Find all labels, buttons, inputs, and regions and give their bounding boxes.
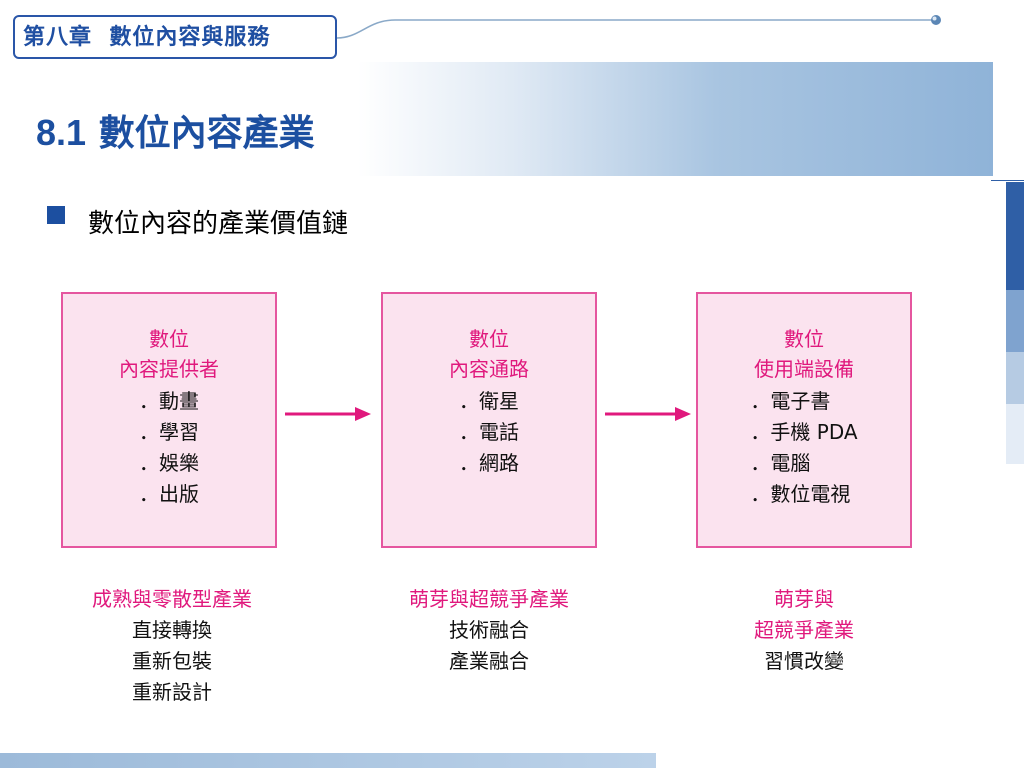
list-item: ．電腦 [750, 451, 811, 475]
box-item-list: ．電子書 ．手機 PDA ．電腦 ．數位電視 [750, 386, 857, 510]
caption-device: 萌芽與 超競爭產業 習慣改變 [684, 584, 924, 677]
caption-provider: 成熟與零散型產業 直接轉換 重新包裝 重新設計 [52, 584, 292, 708]
list-item: ．學習 [139, 420, 199, 444]
caption-item: 習慣改變 [764, 649, 844, 673]
box-item-list: ．動畫 ．學習 ．娛樂 ．出版 [139, 386, 199, 510]
caption-highlight: 超競爭產業 [754, 618, 854, 642]
arrow-right-icon [285, 407, 371, 421]
chain-box-device: 數位 使用端設備 ．電子書 ．手機 PDA ．電腦 ．數位電視 [696, 292, 912, 548]
decor-dot-icon [931, 15, 941, 25]
list-item: ．娛樂 [139, 451, 199, 475]
title-text: 數位內容產業 [98, 113, 315, 154]
box-heading: 數位 內容提供者 [63, 324, 275, 384]
caption-item: 產業融合 [449, 649, 529, 673]
caption-channel: 萌芽與超競爭產業 技術融合 產業融合 [369, 584, 609, 677]
box-heading-line: 數位 [149, 327, 189, 351]
box-heading-line: 內容通路 [449, 357, 529, 381]
side-strip-1 [1006, 182, 1024, 290]
box-heading-line: 內容提供者 [119, 357, 219, 381]
list-item: ．動畫 [139, 389, 199, 413]
list-item: ．數位電視 [750, 482, 851, 506]
box-heading-line: 數位 [784, 327, 824, 351]
title-number: 8.1 [36, 112, 87, 153]
list-item: ．網路 [459, 451, 519, 475]
footer-bar [0, 753, 656, 768]
box-heading: 數位 使用端設備 [698, 324, 910, 384]
box-heading-line: 數位 [469, 327, 509, 351]
list-item: ．出版 [139, 482, 199, 506]
list-item: ．電子書 [750, 389, 831, 413]
caption-item: 直接轉換 [132, 618, 212, 642]
side-strip-3 [1006, 352, 1024, 404]
list-item: ．手機 PDA [750, 420, 858, 444]
box-heading: 數位 內容通路 [383, 324, 595, 384]
list-item: ．衛星 [459, 389, 519, 413]
list-item: ．電話 [459, 420, 519, 444]
arrow-right-icon [605, 407, 691, 421]
caption-highlight: 萌芽與超競爭產業 [409, 587, 569, 611]
side-strip-line [991, 180, 1024, 181]
title-band [0, 62, 993, 176]
caption-item: 重新包裝 [132, 649, 212, 673]
caption-highlight: 萌芽與 [774, 587, 834, 611]
caption-highlight: 成熟與零散型產業 [92, 587, 252, 611]
bullet-square-icon [47, 206, 65, 224]
caption-item: 重新設計 [132, 680, 212, 704]
box-item-list: ．衛星 ．電話 ．網路 [459, 386, 519, 479]
bullet-text: 數位內容的產業價值鏈 [88, 209, 349, 239]
header-decor-line [336, 15, 941, 39]
chapter-tab: 第八章 數位內容與服務 [13, 15, 337, 59]
page-title: 8.1 數位內容產業 [36, 104, 315, 156]
side-strip-4 [1006, 404, 1024, 464]
caption-item: 技術融合 [449, 618, 529, 642]
side-strip-2 [1006, 290, 1024, 352]
chain-box-provider: 數位 內容提供者 ．動畫 ．學習 ．娛樂 ．出版 [61, 292, 277, 548]
box-heading-line: 使用端設備 [754, 357, 854, 381]
chain-box-channel: 數位 內容通路 ．衛星 ．電話 ．網路 [381, 292, 597, 548]
